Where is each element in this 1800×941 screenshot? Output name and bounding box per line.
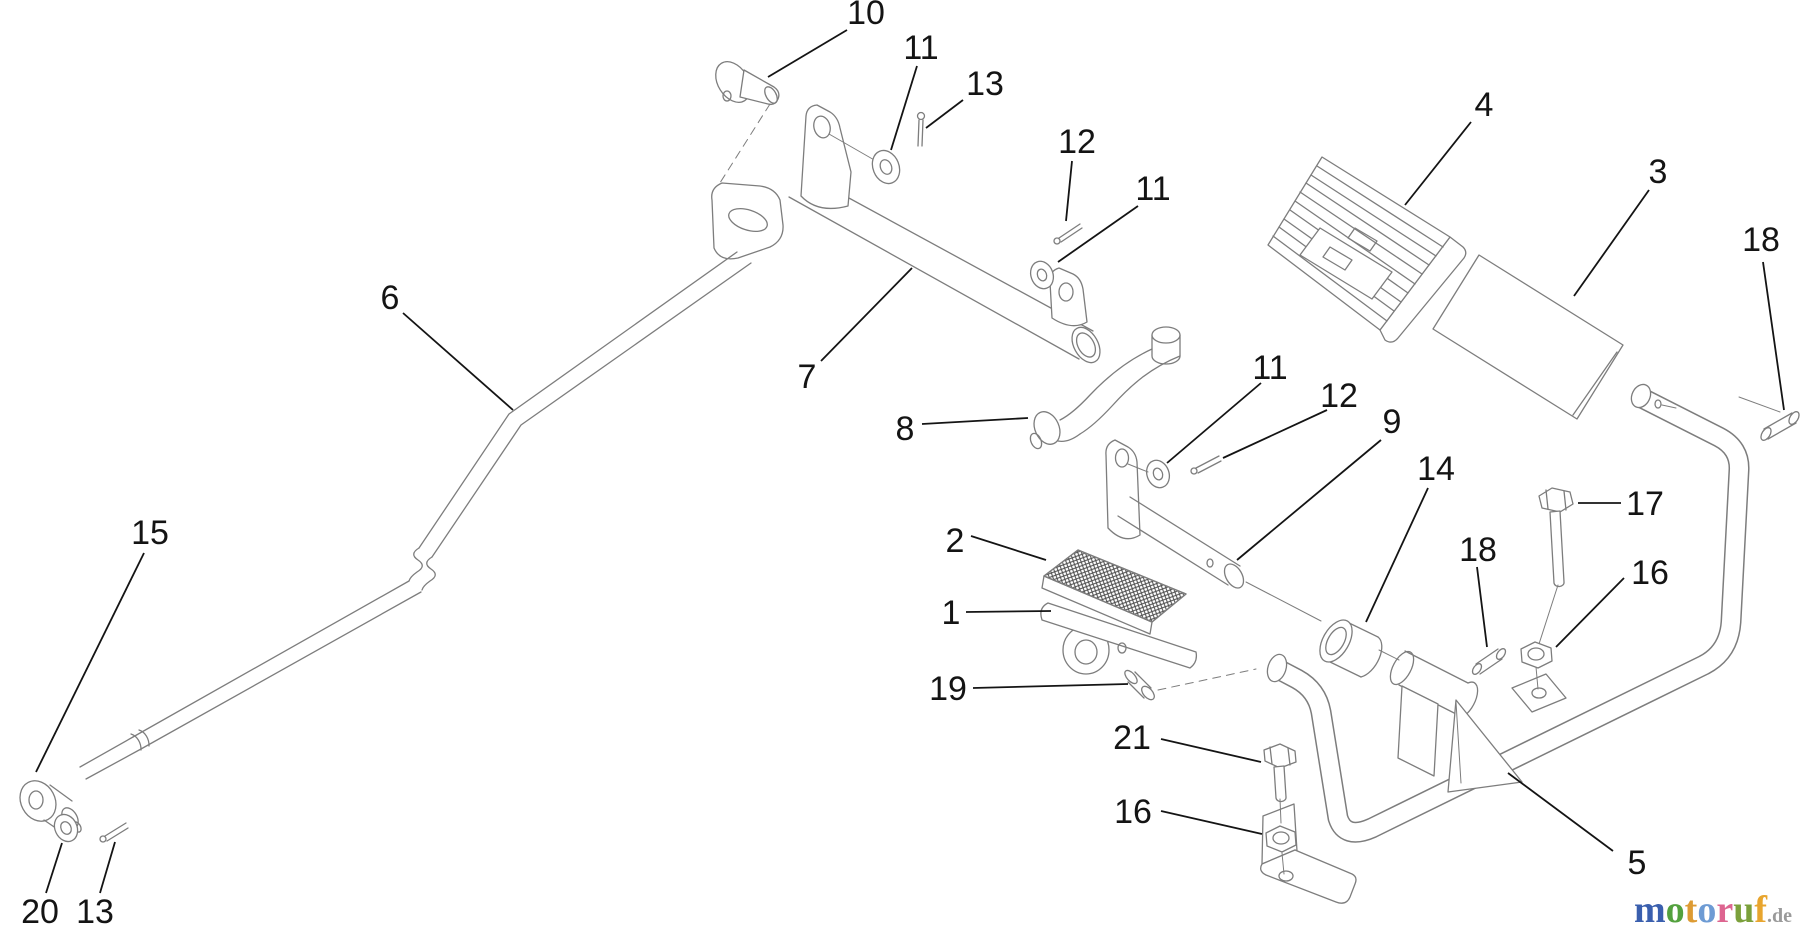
cotter-pin-13-upper	[916, 111, 926, 147]
callout-leader-20	[45, 842, 63, 894]
callout-leader-21	[1160, 738, 1262, 763]
bolt-21	[1263, 743, 1297, 875]
watermark-letter: r	[1716, 889, 1734, 931]
callout-label-21: 21	[1113, 719, 1151, 757]
frame-5	[1260, 383, 1781, 904]
callout-label-20: 20	[21, 893, 59, 931]
callout-leader-16	[1160, 810, 1263, 835]
callout-leader-9	[1236, 439, 1382, 561]
cotter-pin-12-lower	[1190, 455, 1222, 475]
callout-label-2: 2	[946, 522, 965, 560]
cotter-pin-12-upper	[1053, 223, 1083, 245]
pin-18-right	[1760, 411, 1800, 441]
callout-leader-18	[1476, 566, 1488, 648]
callout-label-13: 13	[966, 65, 1004, 103]
crank-8	[1029, 326, 1181, 450]
callout-label-18: 18	[1742, 221, 1780, 259]
callout-label-14: 14	[1417, 450, 1455, 488]
callout-label-12: 12	[1320, 377, 1358, 415]
callout-leader-11	[1166, 382, 1262, 464]
watermark-letter: m	[1634, 889, 1666, 931]
pivot-tube-7	[788, 104, 1101, 364]
pedal-arm-1	[1040, 602, 1198, 675]
callout-label-9: 9	[1383, 403, 1402, 441]
pedal-pad-2	[1041, 549, 1187, 635]
callout-leader-10	[767, 29, 848, 78]
nut-16-lower	[1265, 825, 1297, 853]
plate-3	[1432, 254, 1624, 420]
nut-16-right	[1520, 641, 1553, 669]
clevis-pin-10	[715, 61, 780, 187]
callout-label-8: 8	[896, 410, 915, 448]
watermark-letter: u	[1733, 889, 1755, 931]
callout-label-3: 3	[1649, 153, 1668, 191]
watermark-word: motoruf	[1634, 889, 1767, 931]
callout-leader-12	[1065, 160, 1073, 222]
watermark-suffix: .de	[1766, 905, 1792, 927]
callout-label-15: 15	[131, 514, 169, 552]
callout-leader-6	[402, 312, 514, 411]
callout-leader-3	[1573, 189, 1650, 297]
callout-label-17: 17	[1626, 485, 1664, 523]
callout-label-13: 13	[76, 893, 114, 931]
callout-label-11: 11	[903, 29, 938, 67]
watermark-letter: o	[1665, 889, 1685, 931]
callout-label-18: 18	[1459, 531, 1497, 569]
pin-19	[1124, 668, 1257, 701]
callout-leader-8	[921, 417, 1029, 425]
callout-leader-11	[1057, 205, 1139, 263]
bushing-14	[1319, 619, 1400, 678]
callout-label-16: 16	[1631, 554, 1669, 592]
rod-assembly-6-15	[19, 182, 784, 834]
callout-label-5: 5	[1628, 844, 1647, 882]
callout-label-10: 10	[847, 0, 885, 32]
washer-11-middle	[1029, 260, 1055, 290]
callout-label-16: 16	[1114, 793, 1152, 831]
callout-label-12: 12	[1058, 123, 1096, 161]
watermark-letter: o	[1697, 889, 1717, 931]
callout-leader-19	[972, 683, 1129, 689]
callout-label-6: 6	[381, 279, 400, 317]
callout-leader-15	[35, 552, 145, 773]
callout-label-7: 7	[798, 358, 817, 396]
callout-label-11: 11	[1135, 170, 1170, 208]
callout-leader-13	[99, 841, 116, 894]
pedal-pad-4	[1267, 156, 1467, 343]
washer-11-upper	[871, 149, 901, 185]
callout-label-1: 1	[942, 594, 961, 632]
pin-18-middle	[1471, 648, 1507, 675]
bolt-17	[1535, 487, 1574, 690]
shaft-bracket-9	[1105, 439, 1322, 622]
callout-label-4: 4	[1475, 86, 1494, 124]
callouts-layer: 1011131211431867811129141817162115192116…	[21, 0, 1785, 931]
watermark-logo: motoruf.de	[1634, 890, 1792, 936]
callout-leader-16	[1555, 577, 1625, 648]
watermark-letter: f	[1754, 889, 1767, 931]
callout-label-11: 11	[1252, 349, 1287, 387]
callout-label-19: 19	[929, 670, 967, 708]
callout-leader-1	[965, 610, 1052, 613]
washer-20	[53, 813, 79, 843]
callout-leader-18	[1762, 261, 1785, 411]
watermark-letter: t	[1684, 889, 1698, 931]
callout-leader-11	[890, 65, 918, 151]
callout-leader-4	[1404, 121, 1472, 206]
callout-leader-12	[1222, 409, 1328, 459]
cotter-pin-13-lower	[99, 822, 129, 843]
callout-leader-13	[925, 99, 964, 129]
washer-11-lower	[1145, 459, 1171, 489]
callout-leader-2	[970, 535, 1047, 561]
callout-leader-7	[820, 267, 913, 362]
callout-leader-5	[1507, 772, 1614, 852]
callout-leader-14	[1365, 487, 1429, 623]
